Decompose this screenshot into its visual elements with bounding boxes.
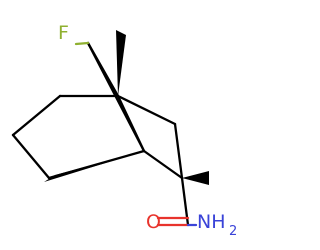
bond-ring-c-to-quaternary-c [173, 122, 184, 180]
amide-hydrogen-count: 2 [229, 224, 237, 239]
bond-bridgehead-to-ring-c [116, 94, 177, 126]
carbon-skeleton [11, 41, 184, 180]
oxygen-atom-label: O [146, 211, 161, 233]
methyl-wedge-bridgehead [116, 30, 126, 96]
bridgehead-wedge-bond [44, 151, 144, 182]
bond-bridgehead-to-bridgehead [116, 94, 146, 153]
methyl-wedge-quaternary [182, 171, 209, 185]
fluorine-bond [74, 41, 90, 46]
chemical-structure: F O NH 2 [11, 22, 237, 239]
bond-quaternary-c-to-bridgehead [142, 149, 184, 180]
bond-ring-lower-left [11, 133, 51, 180]
fluorine-atom-label: F [58, 22, 69, 44]
bond-ring-upper-left [11, 94, 62, 137]
amide-nitrogen-label: NH [197, 211, 226, 233]
